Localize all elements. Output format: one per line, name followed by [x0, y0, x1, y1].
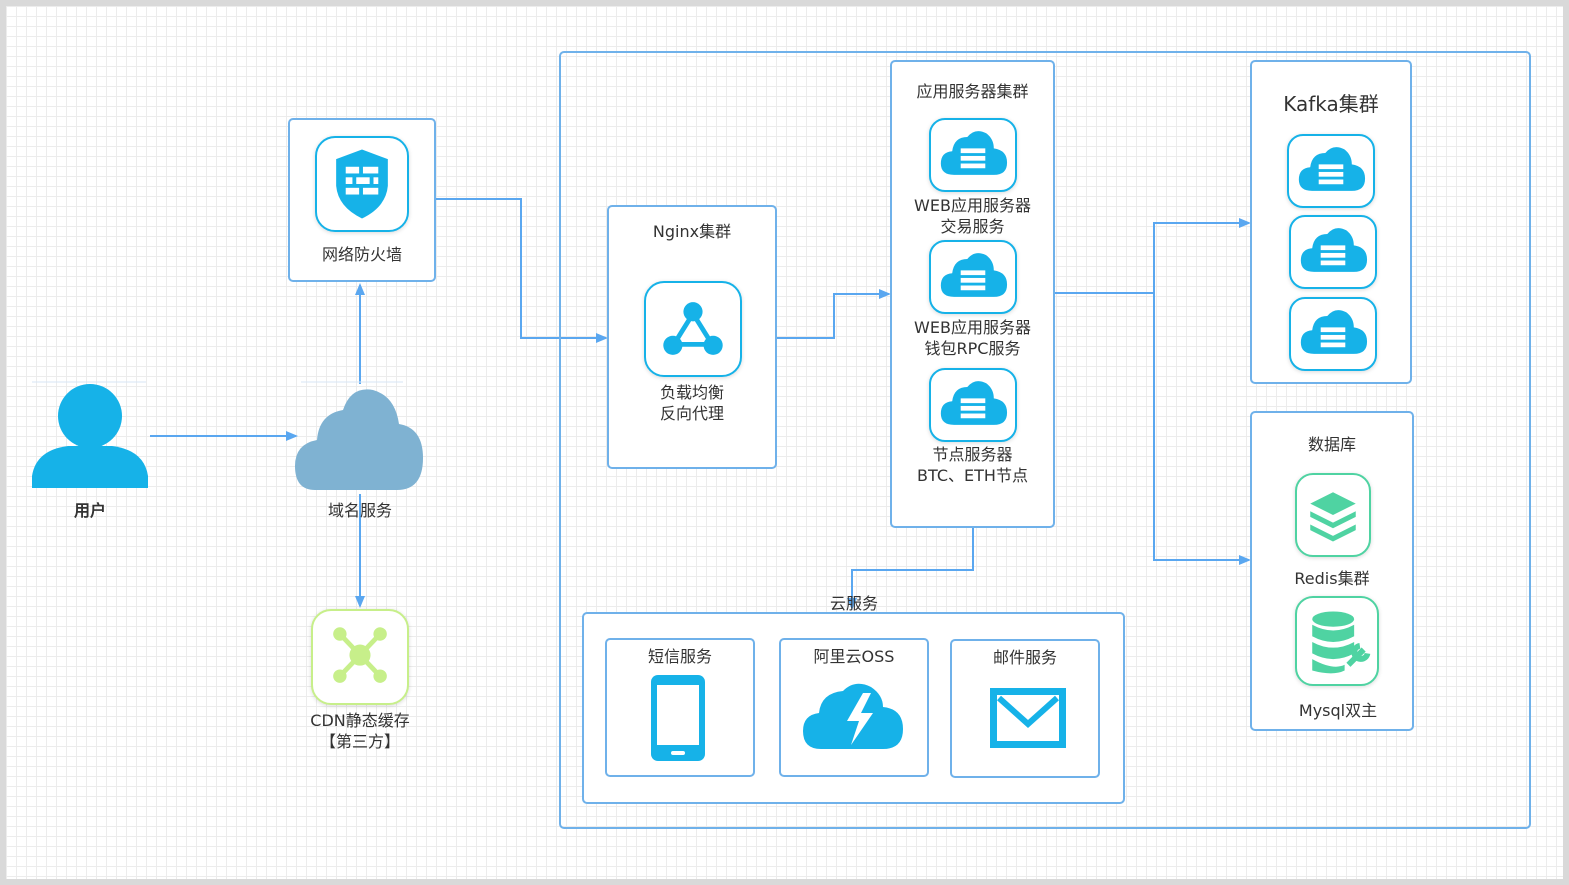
user-label: 用户 [73, 501, 106, 520]
edge-app-db [1153, 293, 1251, 565]
firewall-label: 网络防火墙 [321, 245, 402, 264]
network-hub-icon [311, 609, 409, 705]
oss-label: 阿里云OSS [813, 647, 895, 666]
database-title: 数据库 [1307, 435, 1356, 454]
web2-label-line1: WEB应用服务器 [914, 318, 1031, 337]
edge-nginx-app [777, 289, 891, 339]
edge-app-cloud [847, 528, 974, 610]
share-nodes-icon [644, 281, 742, 377]
web1-label-line2: 交易服务 [940, 217, 1005, 236]
cloud-server-icon [929, 368, 1017, 442]
mail-service-box [950, 639, 1100, 778]
cdn-label-line2: 【第三方】 [319, 732, 400, 751]
node-label-line1: 节点服务器 [932, 445, 1013, 464]
cloud-services-title: 云服务 [829, 594, 878, 613]
mail-label: 邮件服务 [992, 648, 1057, 667]
redis-label: Redis集群 [1294, 569, 1370, 588]
shield-wall-icon [315, 136, 409, 232]
cloud-server-icon [929, 240, 1017, 314]
diagram-canvas: 用户 域名服务 网络防火墙 CDN静态 [6, 6, 1563, 879]
mysql-label: Mysql双主 [1298, 701, 1378, 720]
database-wrench-icon [1295, 596, 1379, 686]
web1-label-line1: WEB应用服务器 [914, 196, 1031, 215]
connectors [150, 198, 1251, 610]
node-label-line2: BTC、ETH节点 [917, 466, 1028, 485]
web2-label-line2: 钱包RPC服务 [924, 339, 1021, 358]
cloud-lightning-icon [803, 683, 903, 749]
cloud-server-icon [1287, 134, 1375, 208]
cloud-server-icon [1289, 297, 1377, 371]
cloud-icon [295, 381, 423, 490]
cloud-server-icon [1289, 215, 1377, 289]
dns-label: 域名服务 [327, 501, 392, 520]
cloud-server-icon [929, 118, 1017, 192]
edge-app-kafka [1153, 218, 1251, 293]
kafka-title: Kafka集群 [1283, 92, 1379, 116]
app-cluster-title: 应用服务器集群 [916, 82, 1029, 101]
sms-label: 短信服务 [647, 647, 712, 666]
mail-icon [990, 688, 1066, 748]
edge-firewall-nginx [436, 198, 608, 343]
system-container [559, 51, 1531, 829]
phone-icon [651, 675, 705, 761]
nginx-label-line1: 负载均衡 [659, 383, 724, 402]
nginx-title: Nginx集群 [652, 222, 732, 241]
cdn-label-line1: CDN静态缓存 [310, 711, 410, 730]
nginx-label-line2: 反向代理 [659, 404, 724, 423]
layers-icon [1295, 473, 1371, 557]
user-icon [32, 381, 148, 488]
